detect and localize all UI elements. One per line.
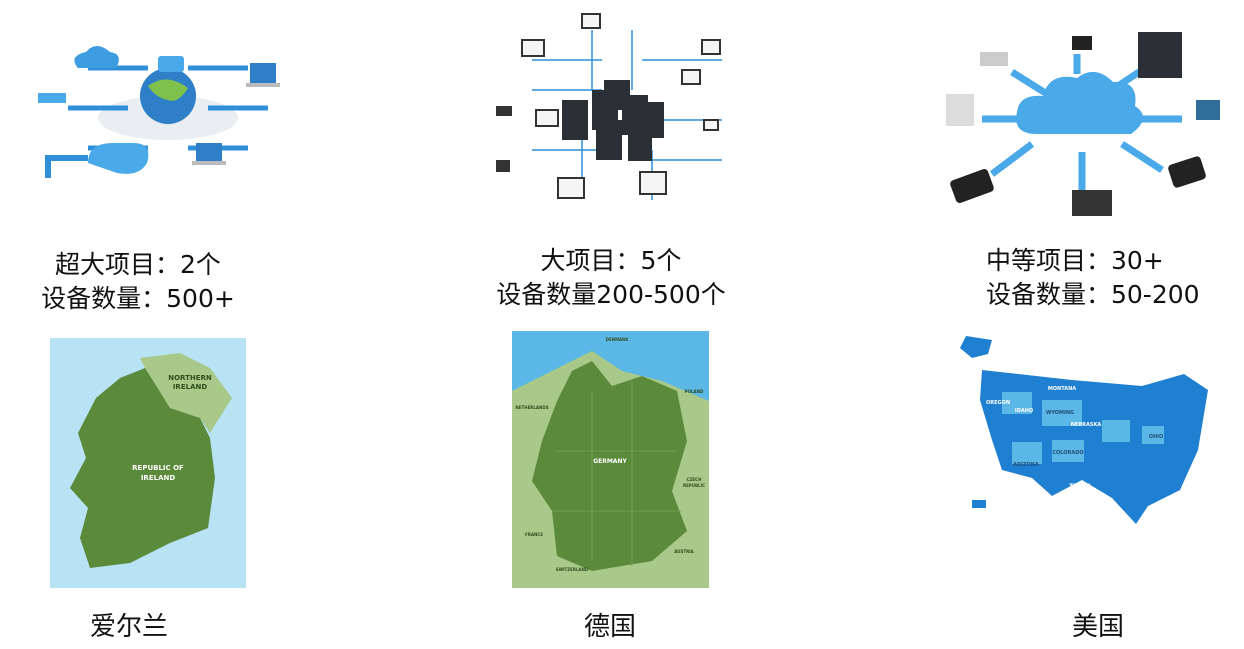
device-count-3: 设备数量：50-200	[986, 280, 1200, 309]
device-count-2: 设备数量200-500个	[496, 280, 726, 309]
germany-map-label-czech-2: REPUBLIC	[683, 483, 705, 488]
germany-map-label-netherlands: NETHERLANDS	[515, 405, 548, 410]
usa-map: MONTANA OREGON IDAHO WYOMING NEBRASKA CO…	[952, 330, 1224, 526]
ireland-map-label-main-2: IRELAND	[141, 474, 176, 482]
usa-map-label-wyoming: WYOMING	[1046, 410, 1074, 416]
ireland-map-label-north-2: IRELAND	[173, 383, 208, 391]
usa-map-label-ohio: OHIO	[1149, 434, 1164, 440]
germany-map-label-main: GERMANY	[593, 458, 627, 465]
network-illustration-1	[28, 38, 308, 198]
germany-map-label-austria: AUSTRIA	[674, 549, 694, 554]
caption-project-2: 大项目：5个 设备数量200-500个	[486, 244, 736, 312]
germany-map-label-denmark: DENMARK	[606, 337, 630, 342]
project-count-3: 中等项目：30+	[986, 246, 1164, 275]
country-name-germany: 德国	[584, 612, 637, 642]
caption-project-3: 中等项目：30+ 设备数量：50-200	[986, 244, 1216, 312]
device-count-1: 设备数量：500+	[41, 284, 235, 313]
country-name-usa: 美国	[1072, 612, 1125, 642]
country-name-ireland: 爱尔兰	[90, 612, 169, 642]
ireland-map-label-main-1: REPUBLIC OF	[132, 464, 184, 472]
ireland-map-label-north-1: NORTHERN	[168, 374, 212, 382]
usa-map-label-idaho: IDAHO	[1015, 408, 1033, 414]
germany-map-label-poland: POLAND	[685, 389, 704, 394]
germany-map-label-switzerland: SWITZERLAND	[556, 567, 589, 572]
germany-map-label-france: FRANCE	[525, 532, 543, 537]
usa-map-label-arizona: ARIZONA	[1013, 462, 1039, 468]
usa-map-label-oregon: OREGON	[986, 400, 1010, 406]
usa-map-label-colorado: COLORADO	[1052, 450, 1083, 456]
cloud-illustration-3	[942, 24, 1222, 234]
ireland-map: NORTHERN IRELAND REPUBLIC OF IRELAND	[50, 338, 246, 588]
germany-map-label-czech-1: CZECH	[687, 477, 702, 482]
usa-map-label-montana: MONTANA	[1048, 386, 1076, 392]
caption-project-1: 超大项目：2个 设备数量：500+	[28, 248, 248, 316]
germany-map: GERMANY DENMARK POLAND CZECH REPUBLIC AU…	[512, 331, 709, 588]
network-illustration-2	[492, 10, 732, 222]
usa-map-label-texas: TEXAS	[1069, 483, 1091, 490]
project-count-2: 大项目：5个	[540, 246, 682, 275]
project-count-1: 超大项目：2个	[55, 250, 221, 279]
usa-map-label-nebraska: NEBRASKA	[1071, 422, 1102, 428]
